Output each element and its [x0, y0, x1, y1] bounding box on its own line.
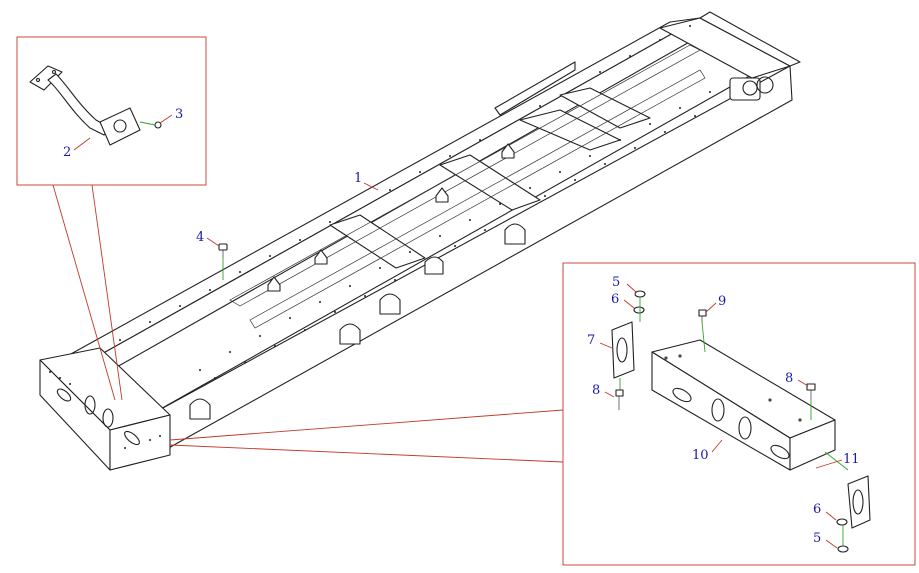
detail-box-bumper	[169, 262, 916, 566]
chassis-frame	[39, 11, 801, 471]
callout-11: 11	[843, 452, 860, 467]
detail-box-pipe	[16, 36, 207, 401]
bolt-part-8-right	[806, 383, 849, 471]
rear-hitch	[729, 76, 774, 101]
bolt-part-9	[698, 309, 707, 353]
callout-7: 7	[587, 333, 595, 348]
callout-10: 10	[692, 448, 709, 463]
callout-4: 4	[196, 230, 204, 245]
bolt-part-4	[206, 237, 228, 280]
exhaust-pipe-part-2	[29, 65, 141, 146]
callout-1: 1	[354, 171, 362, 186]
callout-8-right: 8	[785, 371, 793, 386]
callout-3: 3	[175, 107, 183, 122]
bracket-part-7	[611, 321, 635, 379]
rivet-holes	[49, 25, 711, 449]
spring-brackets	[189, 143, 526, 420]
callout-9: 9	[718, 294, 726, 309]
washer-part-6-bottom	[836, 518, 848, 526]
nut-part-5-top	[634, 290, 646, 298]
callout-5-top: 5	[612, 275, 620, 290]
nut-part-5-bottom	[837, 545, 849, 553]
callout-8-left: 8	[592, 383, 600, 398]
bumper-bar-part-10	[651, 339, 836, 471]
callout-6-top: 6	[611, 292, 619, 307]
bracket-part-11	[847, 475, 871, 529]
callout-6-bottom: 6	[813, 502, 821, 517]
bolt-part-8-left	[615, 389, 624, 410]
callout-5-bottom: 5	[813, 531, 821, 546]
washer-part-6-top	[633, 306, 645, 314]
callout-2: 2	[63, 145, 71, 160]
